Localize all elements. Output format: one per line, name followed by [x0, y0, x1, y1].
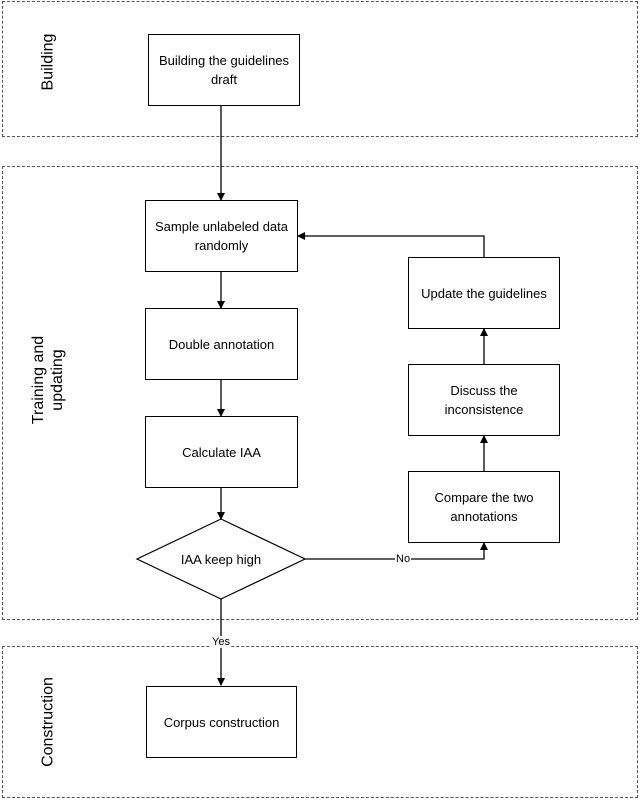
- node-corpus-construction: Corpus construction: [146, 686, 297, 758]
- node-discuss-inconsistence: Discuss the inconsistence: [408, 364, 560, 436]
- edge-label-no: No: [395, 553, 412, 565]
- edge-decision-no-to-compare: [305, 542, 488, 560]
- phase-building: [2, 1, 638, 137]
- decision-diamond: [135, 518, 307, 600]
- edge-label-yes: Yes: [211, 636, 231, 648]
- node-calculate-iaa: Calculate IAA: [145, 416, 298, 488]
- node-guidelines-draft: Building the guidelines draft: [148, 34, 300, 106]
- node-update-guidelines: Update the guidelines: [408, 257, 560, 329]
- edge-update-to-sample: [297, 232, 485, 257]
- phase-construction: [2, 646, 638, 798]
- phase-training-updating: [2, 166, 638, 620]
- node-compare-annotations: Compare the two annotations: [408, 471, 560, 543]
- node-double-annotation: Double annotation: [145, 308, 298, 380]
- decision-label: IAA keep high: [180, 551, 262, 567]
- node-sample-data: Sample unlabeled data randomly: [145, 200, 298, 272]
